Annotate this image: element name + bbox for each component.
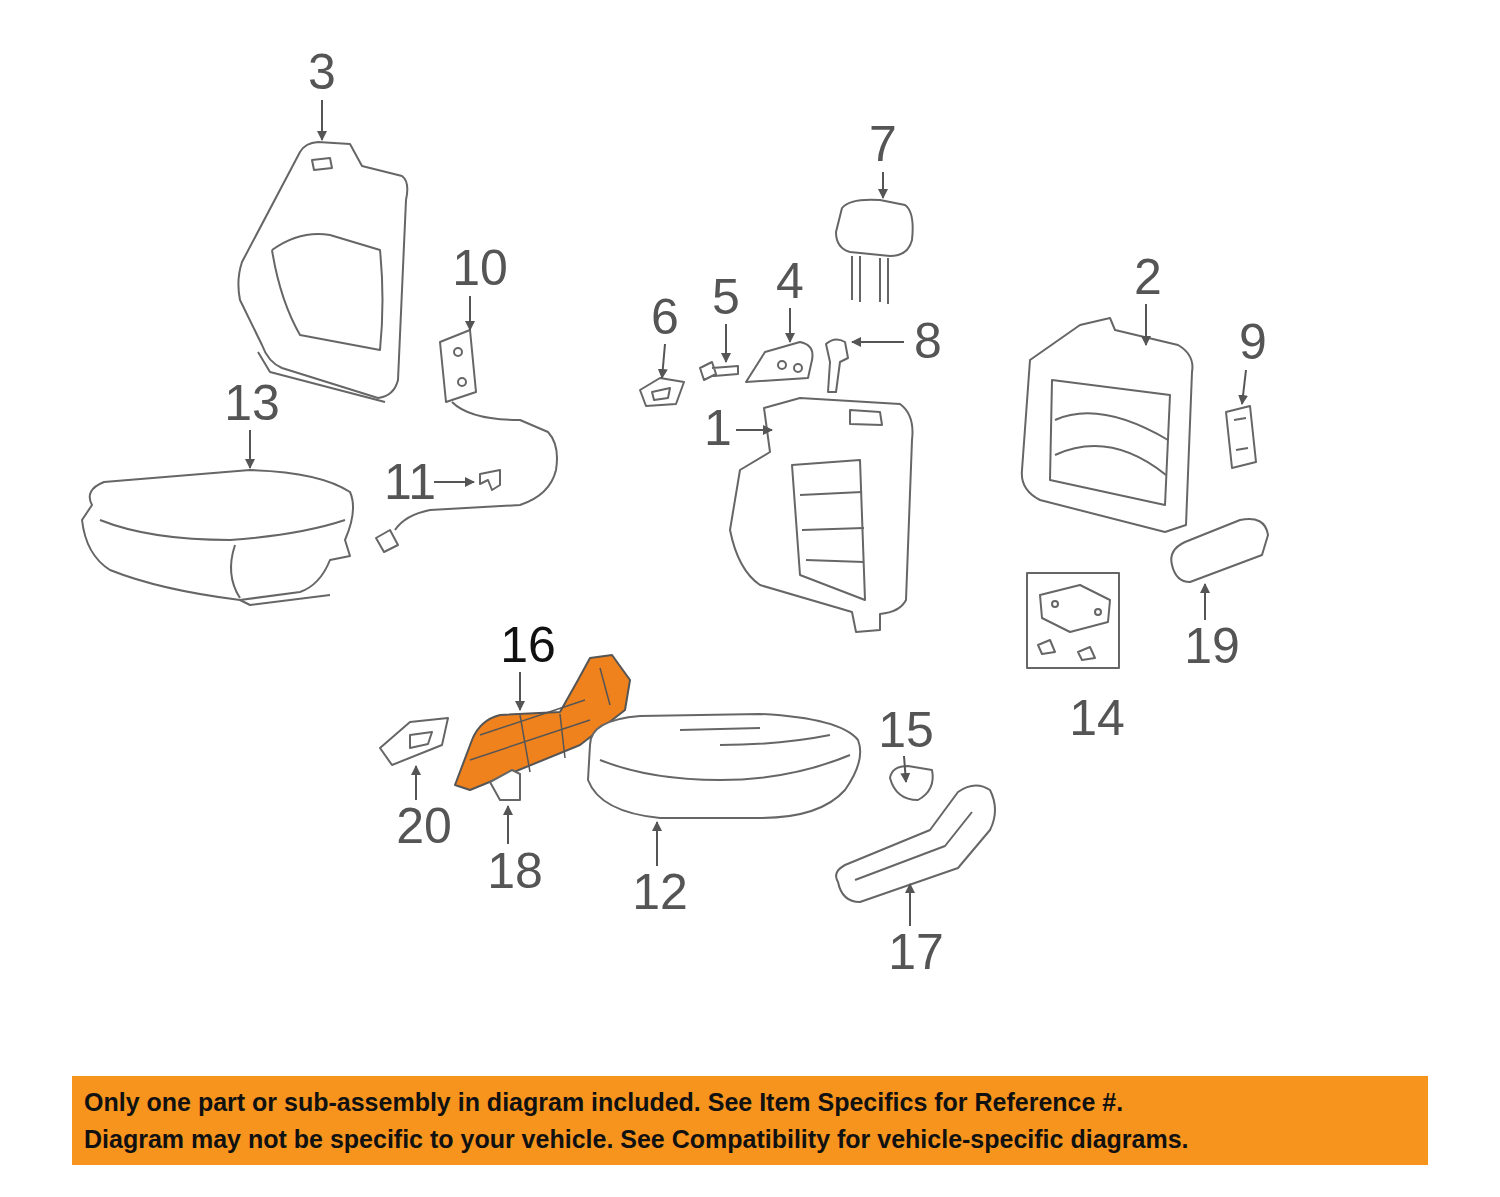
callout-number: 5 bbox=[712, 272, 740, 322]
callout-number: 7 bbox=[869, 119, 897, 169]
callout-number: 4 bbox=[776, 256, 804, 306]
callout-number: 3 bbox=[308, 47, 336, 97]
callout-number: 18 bbox=[487, 846, 543, 896]
callout-number: 11 bbox=[384, 457, 436, 507]
notice-text: Only one part or sub-assembly in diagram… bbox=[72, 1084, 1428, 1121]
callout-number: 9 bbox=[1239, 317, 1267, 367]
callout-number: 12 bbox=[632, 867, 688, 917]
callout-number: 8 bbox=[914, 316, 942, 366]
callout-number: 19 bbox=[1184, 621, 1240, 671]
callout-number: 2 bbox=[1134, 252, 1162, 302]
callout-number: 6 bbox=[651, 292, 679, 342]
callout-number: 20 bbox=[396, 801, 452, 851]
callout-number: 10 bbox=[452, 243, 508, 293]
callout-number: 1 bbox=[704, 403, 732, 453]
callout-number: 15 bbox=[878, 705, 934, 755]
callout-number: 13 bbox=[224, 378, 280, 428]
notice-banner: Only one part or sub-assembly in diagram… bbox=[72, 1076, 1428, 1165]
callout-number: 14 bbox=[1069, 693, 1125, 743]
notice-text: Diagram may not be specific to your vehi… bbox=[72, 1121, 1428, 1158]
callout-number: 16 bbox=[500, 620, 556, 670]
callout-number: 17 bbox=[888, 927, 944, 977]
